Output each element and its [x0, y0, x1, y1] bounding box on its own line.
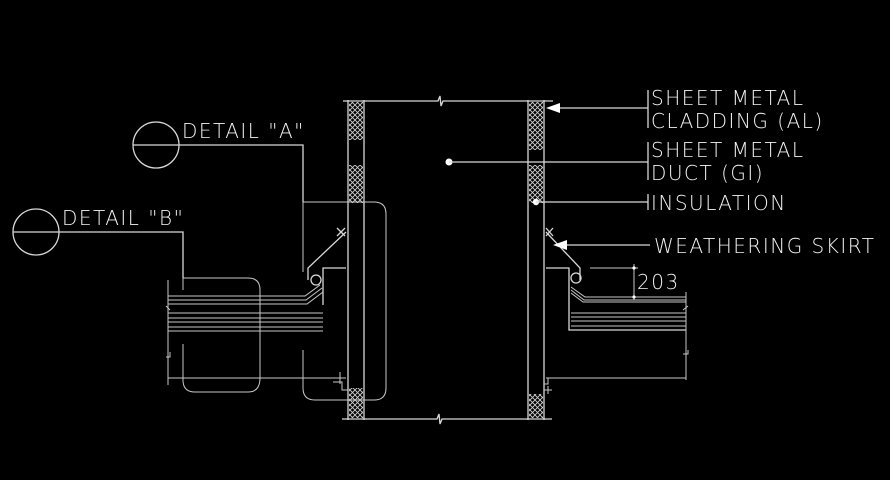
cladding-label-line2: CLADDING (AL): [651, 109, 824, 133]
detail-callout-a: DETAIL "A": [132, 119, 305, 202]
detail-callout-b: DETAIL "B": [12, 206, 184, 278]
duct-walls: [342, 95, 553, 425]
detail-a-label: DETAIL "A": [182, 119, 305, 143]
insulation-label: INSULATION: [651, 191, 787, 215]
labels: SHEET METAL CLADDING (AL) SHEET METAL DU…: [637, 86, 875, 294]
cladding-label-line1: SHEET METAL: [651, 86, 804, 110]
weathering-skirt-label: WEATHERING SKIRT: [654, 234, 875, 258]
duct-label-line1: SHEET METAL: [651, 138, 804, 162]
detail-enclosures: [182, 201, 387, 401]
insulation-hatch: [349, 102, 543, 418]
detail-b-label: DETAIL "B": [62, 206, 184, 230]
leaders: [445, 90, 650, 250]
left-roof-assembly: [165, 227, 348, 391]
dimension-label: 203: [637, 270, 680, 294]
duct-label-line2: DUCT (GI): [651, 161, 764, 185]
right-roof-assembly: [544, 227, 689, 394]
